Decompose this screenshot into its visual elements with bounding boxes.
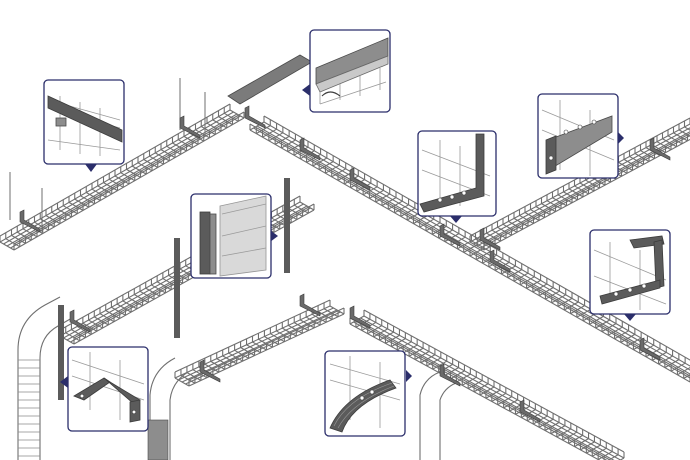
tray-run-lower-right: [349, 309, 625, 460]
hanger-bracket-icon: [593, 235, 667, 310]
tray-run-upper-left: [0, 103, 245, 251]
tray-bracket: [349, 167, 371, 191]
tray-bracket: [199, 359, 221, 383]
support-posts: [9, 78, 290, 400]
callout-splice-bar: [43, 79, 125, 172]
callout-cantilever-bracket: [537, 93, 624, 179]
tray-bracket: [69, 309, 91, 333]
splice-bar-icon: [47, 95, 123, 156]
tray-bracket: [299, 137, 321, 161]
tray-bracket: [639, 337, 661, 361]
tray-run-lower: [174, 299, 345, 387]
callout-hanger-bracket: [589, 229, 671, 321]
bend-plate-icon: [329, 356, 401, 433]
callout-floor-bracket: [60, 346, 149, 432]
tray-bracket: [519, 399, 541, 423]
tray-bracket: [439, 223, 461, 247]
tray-bracket: [489, 249, 511, 273]
callout-wall-bracket: [417, 130, 497, 223]
tray-bracket: [439, 363, 461, 387]
callout-tray-cover: [302, 29, 391, 113]
tray-bracket: [19, 209, 41, 233]
support-channel-icon: [199, 195, 267, 277]
tray-bracket: [179, 115, 201, 139]
callout-bend-plate: [324, 350, 412, 437]
tray-vertical-right: [419, 371, 457, 460]
wall-bracket-icon: [419, 133, 491, 213]
tray-bracket: [244, 105, 266, 129]
tray-bracket: [649, 137, 671, 161]
tray-bracket: [479, 227, 501, 251]
cantilever-bracket-icon: [541, 100, 615, 176]
tray-cover-icon: [315, 37, 389, 105]
tray-vertical-left: [17, 296, 73, 460]
tray-bracket: [299, 293, 321, 317]
callout-support-channel: [190, 193, 278, 279]
tray-bracket: [349, 305, 371, 329]
tray-brackets: [19, 105, 671, 423]
tray-cover: [227, 54, 313, 105]
floor-bracket-icon: [71, 352, 145, 423]
tray-vertical-center: [147, 357, 189, 460]
tray-run-left-mid: [59, 195, 315, 345]
